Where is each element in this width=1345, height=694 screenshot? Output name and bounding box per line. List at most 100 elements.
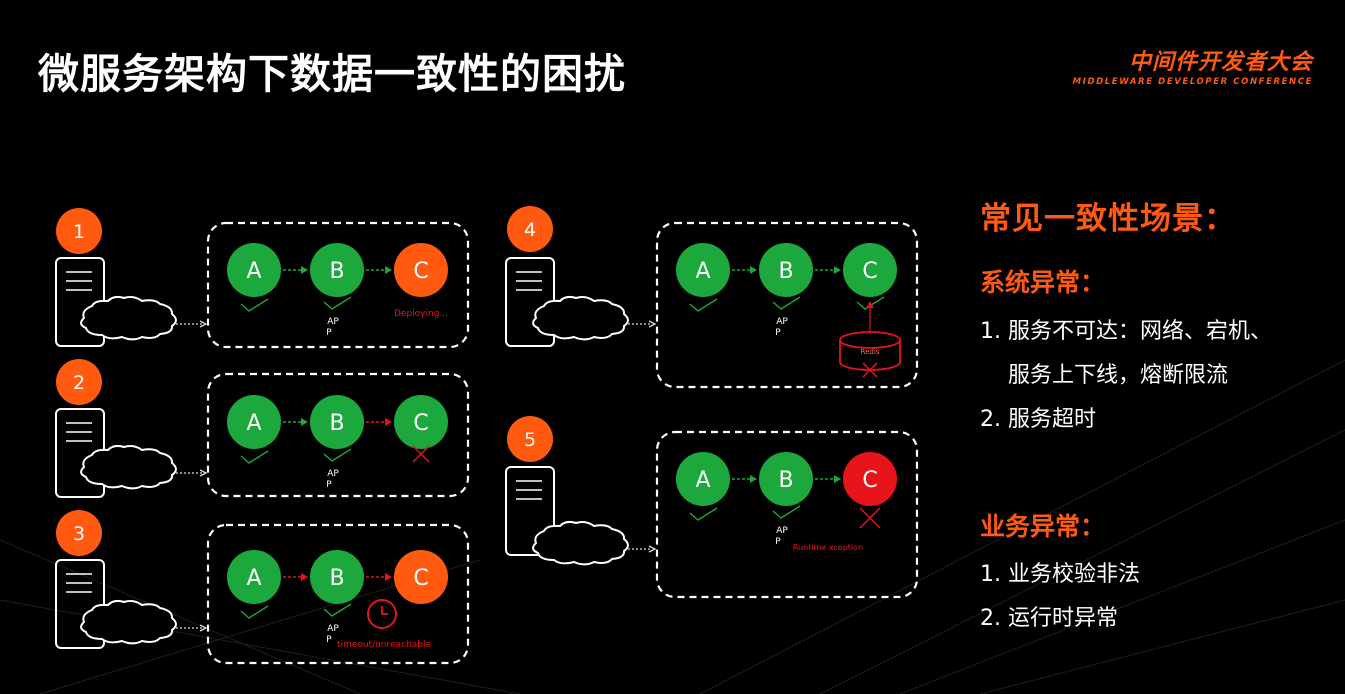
system-item-1-cont: 服务上下线，熔断限流 (1008, 363, 1229, 388)
step-number: 4 (524, 219, 536, 241)
service-node-label: C (862, 259, 877, 284)
system-exception-title: 系统异常： (980, 268, 1106, 297)
check-icon (689, 507, 718, 521)
service-node-a (227, 550, 281, 604)
cross-icon (859, 507, 881, 529)
business-item-2: 2. 运行时异常 (980, 606, 1118, 631)
service-node-b (759, 452, 813, 506)
call-arrowhead (750, 266, 757, 274)
server-icon (505, 466, 555, 556)
step-badge (56, 510, 102, 556)
cloud-icon (532, 295, 629, 341)
call-arrowhead (301, 573, 308, 581)
cloud-icon (80, 295, 177, 341)
service-node-b (310, 395, 364, 449)
database-top (839, 331, 901, 349)
cloud-icon (80, 444, 177, 490)
service-node-label: B (329, 411, 344, 436)
service-node-c (394, 243, 448, 297)
call-arrowhead (301, 266, 308, 274)
ap-label: AP (327, 469, 339, 479)
step-badge (56, 208, 102, 254)
ap-label: AP (327, 317, 339, 327)
conference-logo: 中间件开发者大会 MIDDLEWARE DEVELOPER CONFERENCE (1073, 44, 1313, 87)
call-arrowhead (385, 266, 392, 274)
ap-label-p: P (326, 635, 332, 645)
service-node-a (676, 452, 730, 506)
service-node-label: A (246, 259, 261, 284)
check-icon (856, 296, 885, 310)
service-node-label: A (246, 566, 261, 591)
cloud-icon (532, 520, 629, 566)
service-chain-box (206, 523, 470, 665)
deploying-status: Deploying... (394, 309, 448, 319)
service-chain-box (655, 430, 919, 599)
check-icon (240, 450, 269, 464)
service-node-b (310, 550, 364, 604)
service-node-label: C (413, 566, 428, 591)
ap-label-p: P (326, 480, 332, 490)
service-chain-box (206, 221, 470, 349)
ap-label-p: P (326, 328, 332, 338)
connector-arrowhead (648, 320, 657, 328)
check-icon (240, 298, 269, 312)
check-icon (323, 296, 352, 310)
service-node-c (843, 452, 897, 506)
business-item-1: 1. 业务校验非法 (980, 562, 1140, 587)
db-arrowhead (866, 301, 874, 308)
step-number: 3 (73, 523, 85, 545)
service-node-label: C (413, 259, 428, 284)
call-arrowhead (301, 418, 308, 426)
connector-arrowhead (199, 320, 208, 328)
call-arrowhead (834, 475, 841, 483)
service-node-label: B (778, 468, 793, 493)
service-chain-box (655, 221, 919, 389)
ap-label: AP (776, 317, 788, 327)
call-arrowhead (750, 475, 757, 483)
check-icon (240, 605, 269, 619)
check-icon (689, 298, 718, 312)
connector-arrowhead (648, 545, 657, 553)
service-node-a (227, 243, 281, 297)
service-node-c (394, 550, 448, 604)
cloud-icon (80, 599, 177, 645)
cross-icon (862, 362, 878, 378)
service-node-label: C (862, 468, 877, 493)
service-node-a (227, 395, 281, 449)
system-item-1: 1. 服务不可达：网络、宕机、 (980, 319, 1272, 344)
service-node-label: B (329, 566, 344, 591)
logo-english: MIDDLEWARE DEVELOPER CONFERENCE (1072, 77, 1313, 87)
check-icon (323, 448, 352, 462)
runtime-exception-status: Runtime xception (793, 543, 863, 552)
cross-icon (412, 445, 430, 463)
ap-label: AP (776, 526, 788, 536)
step-number: 1 (73, 221, 85, 243)
ap-label-p: P (775, 537, 781, 547)
service-node-c (843, 243, 897, 297)
service-node-a (676, 243, 730, 297)
page-title: 微服务架构下数据一致性的困扰 (38, 50, 626, 98)
service-node-b (759, 243, 813, 297)
service-node-b (310, 243, 364, 297)
step-number: 5 (524, 429, 536, 451)
logo-chinese: 中间件开发者大会 (1128, 50, 1313, 75)
service-node-label: A (246, 411, 261, 436)
timeout-status: timeout/unreachable (337, 640, 431, 650)
database-label: Redis (861, 348, 880, 356)
scenarios-heading: 常见一致性场景： (980, 201, 1236, 237)
ap-label-p: P (775, 328, 781, 338)
service-node-label: C (413, 411, 428, 436)
service-node-label: A (695, 259, 710, 284)
check-icon (323, 603, 352, 617)
service-node-label: B (329, 259, 344, 284)
connector-arrowhead (199, 624, 208, 632)
system-item-2: 2. 服务超时 (980, 407, 1096, 432)
business-exception-title: 业务异常： (980, 512, 1106, 541)
check-icon (772, 296, 801, 310)
service-node-label: A (695, 468, 710, 493)
